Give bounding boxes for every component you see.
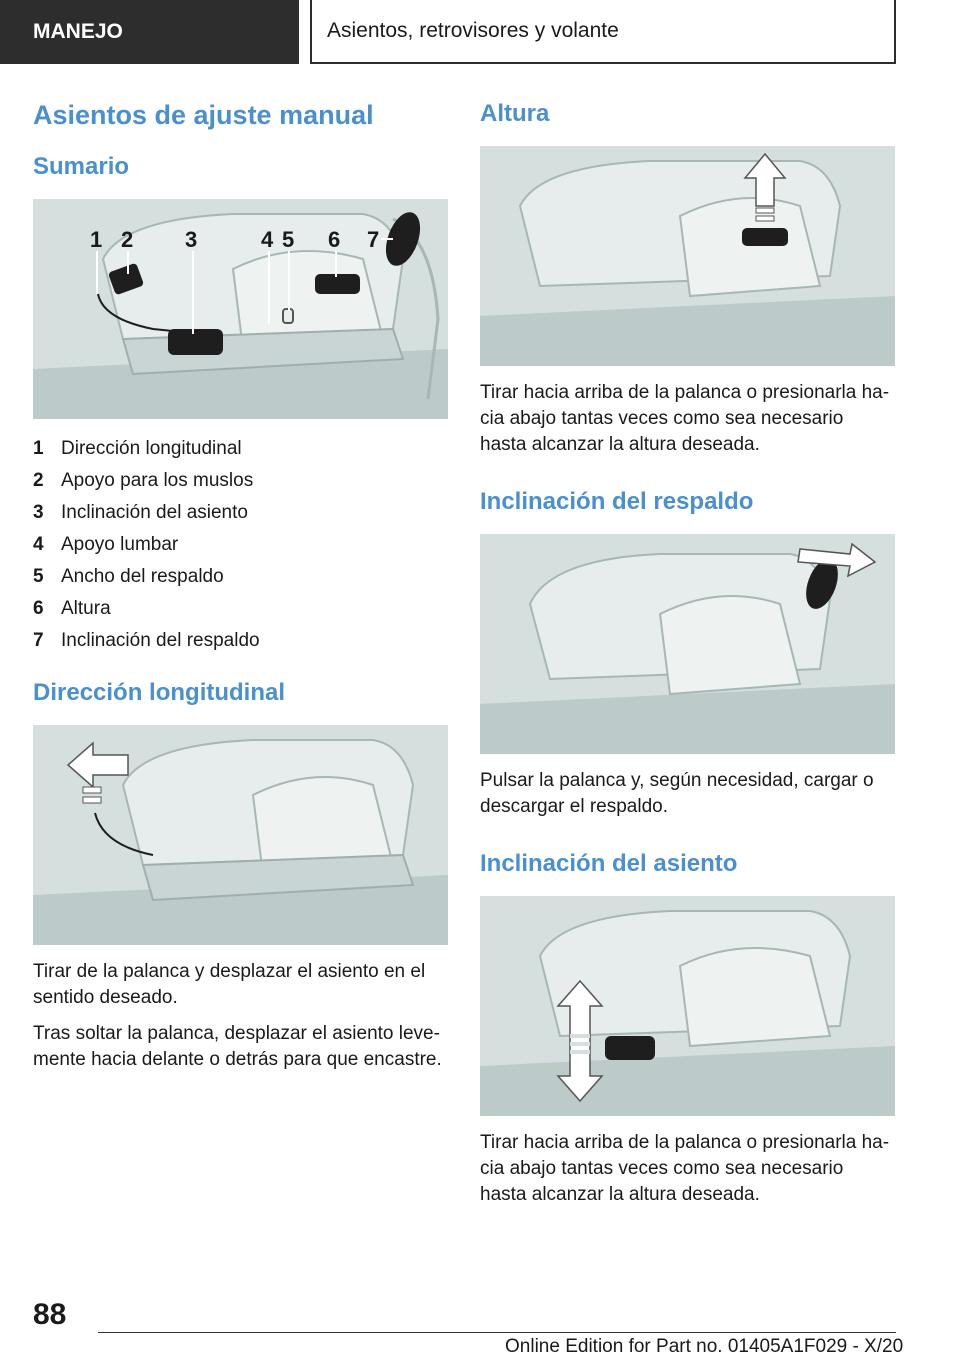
callout-6: 6 [328, 227, 340, 252]
callout-1: 1 [90, 227, 102, 252]
seat-overview-figure: 1 2 3 4 5 6 7 [33, 199, 448, 419]
callout-3: 3 [185, 227, 197, 252]
altura-illustration [480, 146, 895, 366]
footer-edition: Online Edition for Part no. 01405A1F029 … [505, 1336, 904, 1357]
respaldo-heading: Inclinación del respaldo [480, 488, 754, 515]
header-chapter-tab: Asientos, retrovisores y volante [310, 0, 896, 64]
header-section-tab: MANEJO [0, 0, 299, 64]
respaldo-illustration [480, 534, 895, 754]
footer-divider [98, 1332, 896, 1333]
right-column: Altura Tirar hacia arriba de la palanca … [480, 100, 895, 1218]
section-title: MANEJO [33, 20, 123, 43]
asiento-heading: Inclinación del asiento [480, 850, 738, 877]
longitudinal-heading: Dirección longitudinal [33, 679, 286, 706]
altura-figure [480, 146, 895, 366]
sumario-heading: Sumario [33, 153, 130, 180]
altura-heading: Altura [480, 100, 550, 127]
chapter-title: Asientos, retrovisores y volante [327, 19, 619, 42]
callout-4: 4 [261, 227, 274, 252]
page-title: Asientos de ajuste manual [33, 100, 374, 130]
callout-7: 7 [367, 227, 379, 252]
longitudinal-text-2: Tras soltar la palanca, desplazar el asi… [33, 1023, 442, 1070]
asiento-illustration [480, 896, 895, 1116]
asiento-figure [480, 896, 895, 1116]
asiento-text: Tirar hacia arriba de la palanca o presi… [480, 1132, 890, 1205]
altura-text: Tirar hacia arriba de la palanca o presi… [480, 382, 890, 455]
callout-2: 2 [121, 227, 133, 252]
respaldo-text: Pulsar la palanca y, según necesidad, ca… [480, 770, 874, 817]
page-number: 88 [33, 1298, 67, 1331]
seat-overview-illustration: 1 2 3 4 5 6 7 [33, 199, 448, 419]
longitudinal-illustration [33, 725, 448, 945]
longitudinal-figure [33, 725, 448, 945]
callout-5: 5 [282, 227, 294, 252]
left-column: Asientos de ajuste manual Sumario [33, 100, 448, 1083]
longitudinal-text-1: Tirar de la palanca y desplazar el asien… [33, 961, 426, 1008]
respaldo-figure [480, 534, 895, 754]
